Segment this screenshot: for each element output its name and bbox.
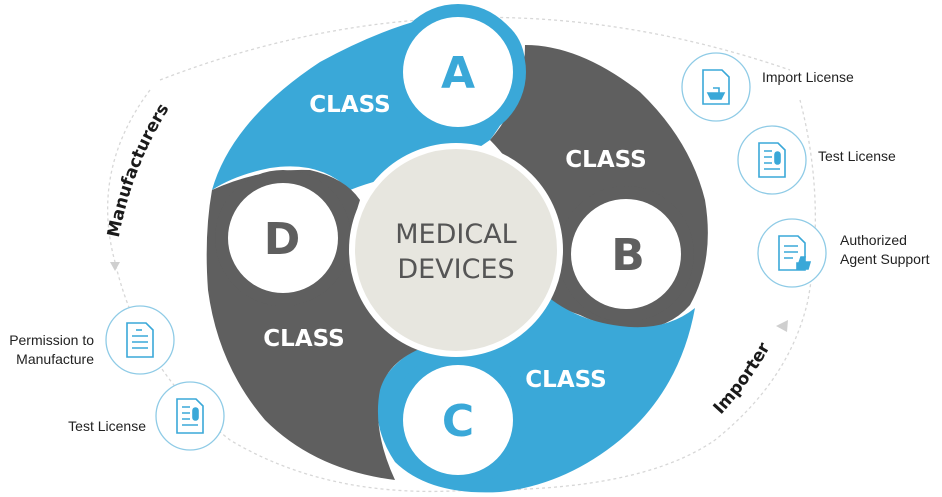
outer-dashed-arc-right bbox=[469, 99, 817, 491]
class-d-letter: D bbox=[264, 214, 301, 265]
authorized-agent-support-label-line1: Authorized bbox=[840, 232, 907, 248]
class-b-circle bbox=[571, 199, 681, 309]
test-tube-document-icon bbox=[737, 125, 807, 195]
import-license-item: Import License bbox=[681, 52, 854, 122]
thumbs-up-document-icon bbox=[778, 235, 812, 271]
importer-test-license-label: Test License bbox=[818, 148, 896, 164]
class-a-circle bbox=[403, 17, 513, 127]
class-b-label: CLASS bbox=[565, 147, 646, 173]
test-tube-document-icon bbox=[758, 142, 786, 178]
permission-to-manufacture-label-line1: Permission to bbox=[9, 332, 94, 348]
permission-to-manufacture-item: Permission to Manufacture bbox=[9, 305, 175, 375]
importer-arc-label: Importer bbox=[710, 339, 775, 419]
arrowhead-left-icon bbox=[110, 262, 120, 271]
center-title-line1: MEDICAL bbox=[395, 219, 516, 250]
class-c-letter: C bbox=[442, 396, 474, 447]
authorized-agent-support-label-line2: Agent Support bbox=[840, 251, 930, 267]
center-title-line2: DEVICES bbox=[397, 254, 514, 285]
thumbs-up-document-icon bbox=[757, 218, 827, 288]
ship-document-icon bbox=[702, 69, 730, 105]
document-icon bbox=[126, 322, 154, 358]
manufacturers-arc-label: Manufacturers bbox=[104, 100, 174, 239]
class-d-label: CLASS bbox=[263, 326, 344, 352]
test-tube-document-icon bbox=[176, 398, 204, 434]
center-circle bbox=[349, 143, 563, 357]
importer-test-license-item: Test License bbox=[737, 125, 896, 195]
arrowhead-right-icon bbox=[776, 320, 788, 332]
class-a-label: CLASS bbox=[309, 92, 390, 118]
test-tube-document-icon bbox=[155, 381, 225, 451]
class-c-circle bbox=[403, 365, 513, 475]
document-icon bbox=[105, 305, 175, 375]
manufacturer-test-license-label: Test License bbox=[68, 418, 146, 434]
authorized-agent-support-item: Authorized Agent Support bbox=[757, 218, 930, 288]
manufacturer-test-license-item: Test License bbox=[68, 381, 225, 451]
permission-to-manufacture-label-line2: Manufacture bbox=[16, 351, 94, 367]
import-license-label: Import License bbox=[762, 69, 854, 85]
class-a-letter: A bbox=[441, 48, 475, 99]
class-c-label: CLASS bbox=[525, 367, 606, 393]
outer-dashed-arc-left bbox=[107, 89, 471, 493]
class-b-letter: B bbox=[611, 230, 645, 281]
ship-document-icon bbox=[681, 52, 751, 122]
class-d-circle bbox=[228, 183, 338, 293]
